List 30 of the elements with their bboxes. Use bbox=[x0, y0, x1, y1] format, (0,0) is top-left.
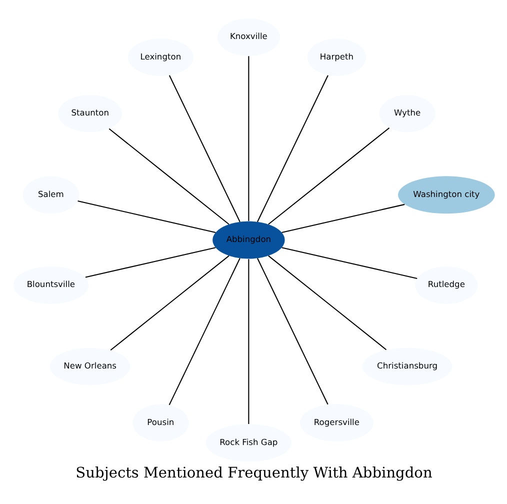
connector bbox=[256, 75, 328, 222]
connector bbox=[256, 258, 328, 405]
node-ellipse: Wythe bbox=[378, 94, 435, 132]
connector bbox=[248, 56, 249, 221]
connector bbox=[108, 128, 229, 225]
connector bbox=[281, 247, 417, 279]
connector bbox=[281, 204, 404, 233]
connector bbox=[168, 75, 240, 222]
node-ellipse: Staunton bbox=[58, 94, 122, 132]
connector bbox=[268, 255, 386, 350]
node-ellipse: Christiansburg bbox=[362, 348, 452, 386]
node-ellipse: Blountsville bbox=[12, 266, 88, 304]
connector bbox=[77, 200, 216, 233]
connector bbox=[168, 258, 240, 406]
node-ellipse: Lexington bbox=[127, 38, 193, 76]
node-ellipse: Knoxville bbox=[216, 18, 280, 56]
diagram-title: Subjects Mentioned Frequently With Abbingdon bbox=[75, 464, 432, 482]
node-ellipse: Harpeth bbox=[306, 38, 366, 76]
node-ellipse: Washington city bbox=[398, 176, 494, 214]
node-ellipse: Rutledge bbox=[414, 266, 478, 304]
connector bbox=[268, 128, 390, 225]
connector bbox=[110, 255, 229, 351]
node-ellipse: Rock Fish Gap bbox=[205, 424, 292, 462]
connector bbox=[84, 247, 216, 278]
node-ellipse: Pousin bbox=[132, 404, 188, 442]
node-ellipse: Rogersville bbox=[299, 404, 373, 442]
node-ellipse: Abbingdon bbox=[212, 221, 284, 259]
connector bbox=[248, 259, 249, 424]
node-ellipse: Salem bbox=[22, 176, 79, 214]
node-ellipse: New Orleans bbox=[49, 348, 130, 386]
